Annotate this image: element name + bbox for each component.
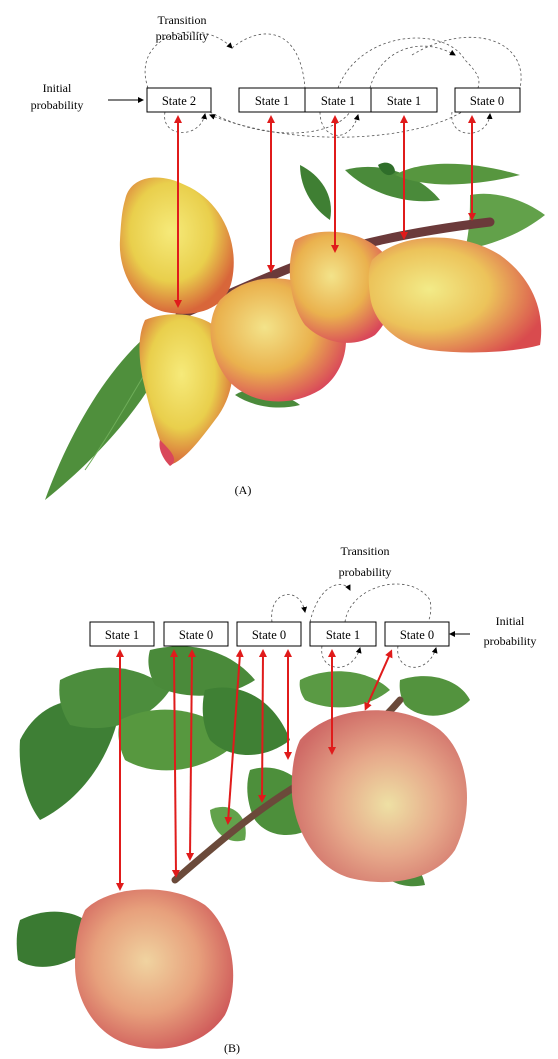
panel-a-caption: (A) [235, 483, 252, 497]
panel-a-state-label: State 2 [162, 94, 196, 108]
panel-b-state-label: State 0 [179, 628, 213, 642]
panel-b-state-boxes: State 1 State 0 State 0 State 1 State 0 [90, 622, 449, 646]
panel-b-state-label: State 1 [326, 628, 360, 642]
panel-a-state-label: State 1 [321, 94, 355, 108]
panel-a: Transition probability Initial probabili… [31, 13, 545, 500]
panel-b-initial-label-2: probability [484, 634, 537, 648]
panel-a-transition-label-1: Transition [158, 13, 207, 27]
panel-b-state-label: State 1 [105, 628, 139, 642]
panel-b-caption: (B) [224, 1041, 240, 1055]
panel-b-peach-photo [17, 646, 470, 1049]
panel-a-transition-arcs [145, 32, 521, 137]
panel-b: Transition probability Initial probabili… [17, 544, 537, 1055]
panel-a-transition-label-2: probability [156, 29, 209, 43]
panel-a-state-boxes: State 2 State 1 State 1 State 1 State 0 [147, 88, 520, 112]
panel-b-transition-label-1: Transition [341, 544, 390, 558]
panel-b-initial-label-1: Initial [496, 614, 525, 628]
panel-a-peach-photo [45, 163, 545, 500]
panel-a-state-label: State 1 [255, 94, 289, 108]
panel-a-state-label: State 0 [470, 94, 504, 108]
panel-a-initial-label-2: probability [31, 98, 84, 112]
panel-a-state-label: State 1 [387, 94, 421, 108]
observation-arrow [262, 654, 263, 800]
panel-b-state-label: State 0 [400, 628, 434, 642]
panel-b-state-label: State 0 [252, 628, 286, 642]
panel-a-initial-label-1: Initial [43, 81, 72, 95]
panel-b-transition-label-2: probability [339, 565, 392, 579]
